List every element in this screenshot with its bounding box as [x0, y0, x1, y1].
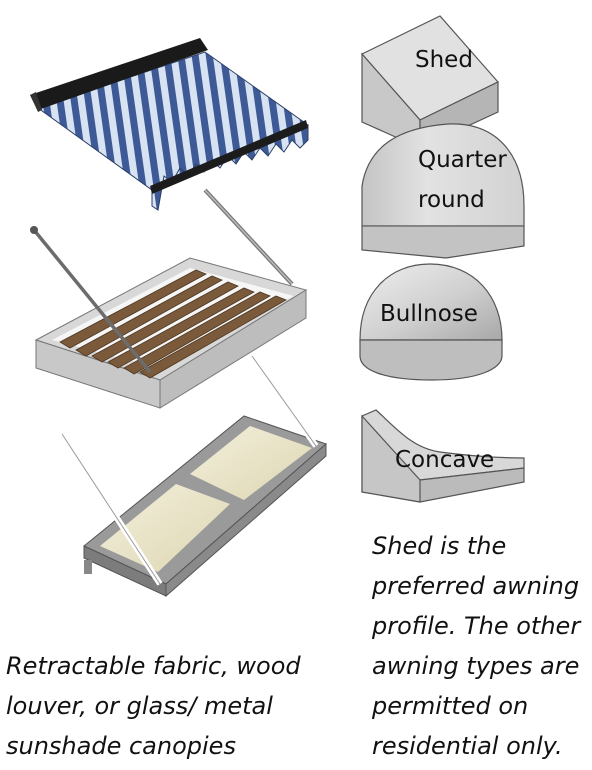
front-bar: [150, 120, 308, 194]
bullnose-profile: [359, 263, 503, 381]
concave-profile: [361, 409, 525, 503]
caption-line: profile. The other: [372, 612, 581, 640]
tie-rod: [32, 228, 152, 374]
caption-line: preferred awning: [372, 572, 580, 600]
caption-line: Retractable fabric, wood: [6, 652, 301, 680]
label-quarter-round-line1: Quarter: [418, 147, 507, 173]
glass-metal-sunshade: [59, 354, 327, 598]
label-shed: Shed: [415, 47, 473, 73]
wood-louver-awning: [30, 226, 308, 409]
caption-line: residential only.: [372, 732, 563, 760]
caption-canopy-types: Retractable fabric, wood louver, or glas…: [6, 646, 301, 766]
fabric-canopy: [36, 51, 310, 191]
caption-shed-preferred: Shed is the preferred awning profile. Th…: [372, 526, 580, 766]
glass-pane: [100, 484, 230, 572]
wood-slats: [59, 269, 287, 379]
roller-housing: [30, 38, 208, 110]
caption-line: Shed is the: [372, 532, 507, 560]
label-concave: Concave: [395, 447, 495, 473]
caption-line: permitted on: [372, 692, 529, 720]
quarter-round-profile: [361, 123, 525, 259]
retractable-fabric-awning: [30, 38, 310, 286]
caption-line: louver, or glass/ metal: [6, 692, 273, 720]
caption-line: sunshade canopies: [6, 732, 236, 760]
label-quarter-round-line2: round: [418, 187, 485, 213]
glass-pane: [190, 426, 312, 500]
label-bullnose: Bullnose: [380, 301, 478, 327]
caption-line: awning types are: [372, 652, 580, 680]
